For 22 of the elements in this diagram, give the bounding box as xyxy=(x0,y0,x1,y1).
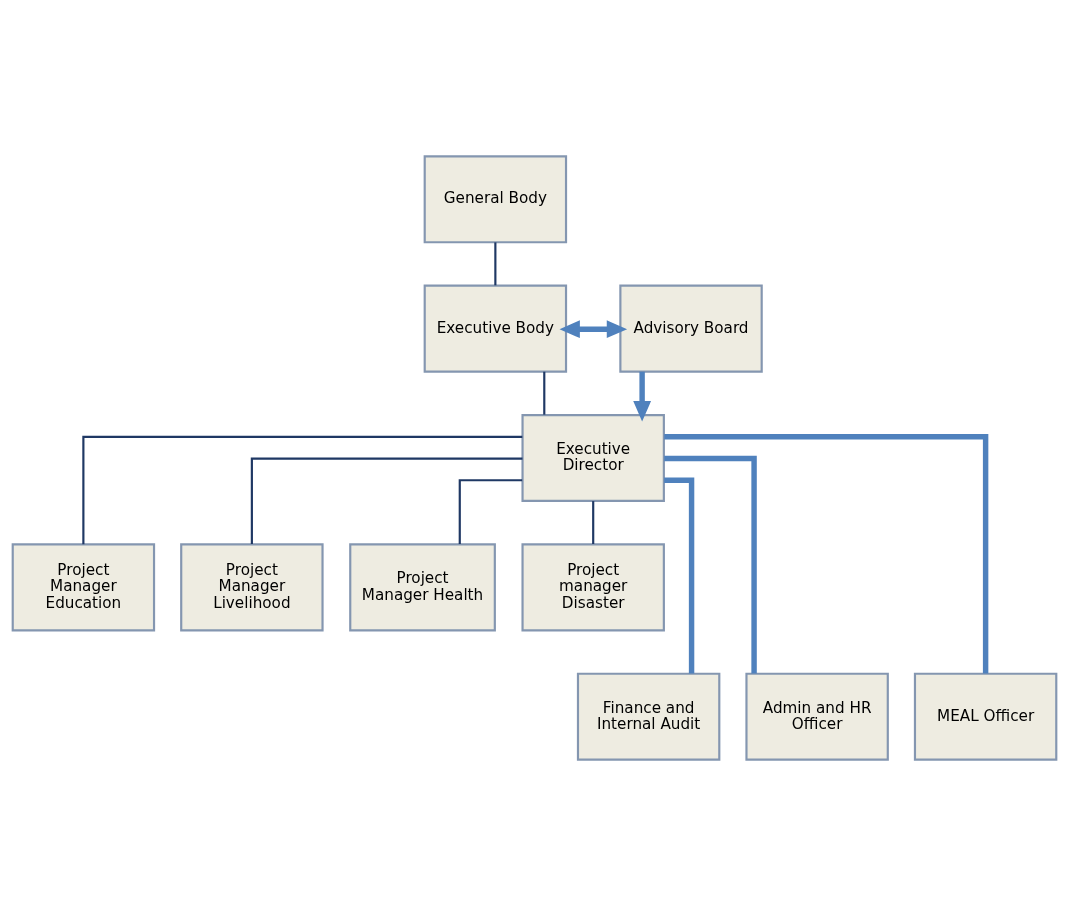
connector xyxy=(543,371,546,415)
node-box: Admin and HR Officer xyxy=(745,672,889,761)
node-box: Advisory Board xyxy=(619,284,763,373)
arrow xyxy=(559,319,628,338)
connector xyxy=(664,477,695,674)
node-box: Project Manager Health xyxy=(349,542,496,631)
connector xyxy=(664,433,989,674)
node-box: General Body xyxy=(423,154,568,243)
arrow xyxy=(633,371,652,421)
connector xyxy=(458,478,523,544)
node-box: Executive Body xyxy=(423,284,568,373)
connector xyxy=(82,435,523,544)
node-box: Executive Director xyxy=(521,413,665,502)
connector xyxy=(494,241,497,285)
node-box: MEAL Officer xyxy=(913,672,1058,761)
node-box: Project manager Disaster xyxy=(521,542,665,631)
connector xyxy=(664,455,757,673)
node-box: Finance and Internal Audit xyxy=(576,672,721,761)
connector xyxy=(592,500,595,544)
node-box: Project Manager Livelihood xyxy=(180,542,324,631)
connector xyxy=(250,456,523,544)
node-box: Project Manager Education xyxy=(11,542,156,631)
